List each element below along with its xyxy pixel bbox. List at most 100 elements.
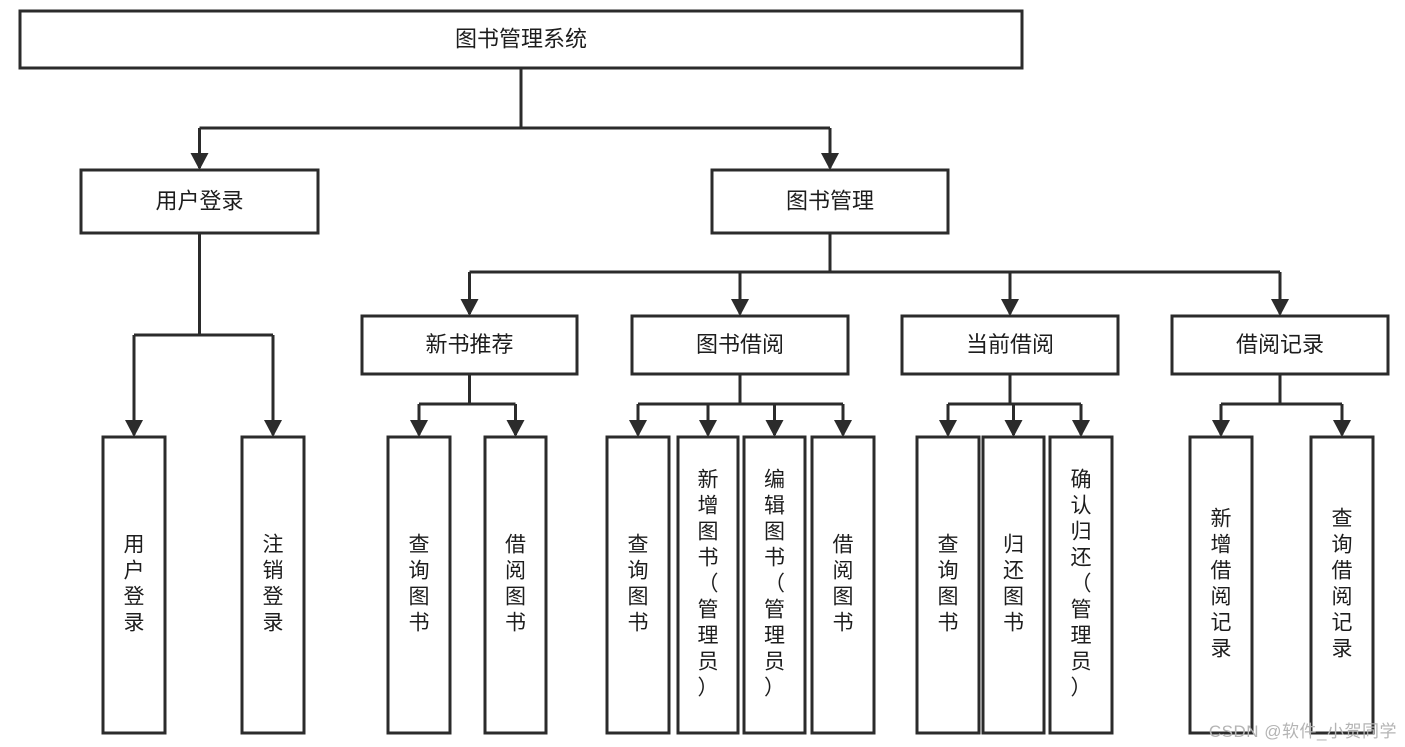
svg-text:认: 认	[1071, 495, 1092, 518]
svg-text:）: ）	[698, 677, 719, 700]
node-box[interactable]	[18, 9, 1024, 70]
node-box[interactable]	[630, 314, 850, 376]
svg-text:查: 查	[938, 534, 959, 557]
svg-text:查: 查	[409, 534, 430, 557]
node-box[interactable]	[900, 314, 1120, 376]
svg-text:销: 销	[263, 560, 284, 583]
node-box[interactable]	[981, 435, 1046, 735]
svg-text:借: 借	[1332, 560, 1353, 583]
node-label: 图书借阅	[696, 332, 784, 357]
svg-text:用: 用	[124, 534, 145, 557]
node-box[interactable]	[1170, 314, 1390, 376]
node-box[interactable]	[605, 435, 671, 735]
node-box[interactable]	[676, 435, 740, 735]
arrow-head-icon	[699, 420, 717, 437]
svg-text:新: 新	[698, 469, 719, 492]
svg-text:查: 查	[628, 534, 649, 557]
svg-text:询: 询	[1332, 534, 1353, 557]
arrow-head-icon	[190, 153, 209, 170]
node-root-0[interactable]: 图书管理系统	[18, 9, 1024, 70]
node-box[interactable]	[240, 435, 306, 735]
svg-text:注: 注	[263, 534, 284, 557]
svg-text:录: 录	[124, 612, 145, 635]
svg-text:书: 书	[1003, 612, 1024, 635]
svg-text:归: 归	[1003, 534, 1024, 557]
arrow-head-icon	[765, 420, 784, 437]
svg-text:管: 管	[698, 599, 719, 622]
node-box[interactable]	[360, 314, 579, 376]
csdn-watermark: CSDN @软件_小贺同学	[1208, 722, 1397, 741]
arrow-head-icon	[834, 420, 852, 437]
svg-text:阅: 阅	[1211, 586, 1232, 609]
arrow-head-icon	[460, 299, 479, 316]
svg-text:（: （	[1071, 573, 1092, 596]
node-box[interactable]	[1309, 435, 1375, 735]
node-layer: 图书管理系统用户登录图书管理新书推荐图书借阅当前借阅借阅记录用户登录注销登录查询…	[18, 9, 1390, 735]
node-box[interactable]	[386, 435, 452, 735]
arrow-head-icon	[1072, 420, 1090, 437]
node-box[interactable]	[101, 435, 167, 735]
node-leaf-0[interactable]: 用户登录	[101, 435, 167, 735]
svg-text:理: 理	[764, 625, 785, 648]
svg-text:录: 录	[1211, 638, 1232, 661]
svg-text:图: 图	[938, 586, 959, 609]
node-box[interactable]	[742, 435, 807, 735]
node-box[interactable]	[810, 435, 876, 735]
node-box[interactable]	[710, 168, 950, 235]
node-l2-0[interactable]: 用户登录	[79, 168, 320, 235]
svg-text:阅: 阅	[1332, 586, 1353, 609]
node-l3-3[interactable]: 借阅记录	[1170, 314, 1390, 376]
svg-text:阅: 阅	[833, 560, 854, 583]
node-box[interactable]	[79, 168, 320, 235]
node-box[interactable]	[483, 435, 548, 735]
arrow-head-icon	[1271, 299, 1289, 316]
node-l2-1[interactable]: 图书管理	[710, 168, 950, 235]
svg-text:员: 员	[1071, 651, 1092, 674]
svg-text:书: 书	[938, 612, 959, 635]
svg-text:询: 询	[628, 560, 649, 583]
svg-text:理: 理	[1071, 625, 1092, 648]
svg-text:还: 还	[1071, 547, 1092, 570]
node-label: 当前借阅	[966, 332, 1054, 357]
svg-text:编: 编	[764, 469, 785, 492]
node-l3-0[interactable]: 新书推荐	[360, 314, 579, 376]
node-box[interactable]	[1048, 435, 1114, 735]
arrow-head-icon	[731, 299, 749, 316]
svg-text:录: 录	[1332, 638, 1353, 661]
node-box[interactable]	[915, 435, 981, 735]
node-box[interactable]	[1188, 435, 1254, 735]
svg-text:记: 记	[1332, 612, 1353, 635]
svg-text:借: 借	[833, 534, 854, 557]
svg-text:户: 户	[124, 560, 145, 583]
connector-layer	[125, 68, 1351, 437]
node-l3-2[interactable]: 当前借阅	[900, 314, 1120, 376]
arrow-head-icon	[264, 420, 282, 437]
svg-text:员: 员	[764, 651, 785, 674]
svg-text:确: 确	[1071, 469, 1092, 492]
svg-text:借: 借	[505, 534, 526, 557]
arrow-head-icon	[1333, 420, 1351, 437]
svg-text:图: 图	[764, 521, 785, 544]
node-label: 借阅记录	[1236, 332, 1324, 357]
node-l3-1[interactable]: 图书借阅	[630, 314, 850, 376]
